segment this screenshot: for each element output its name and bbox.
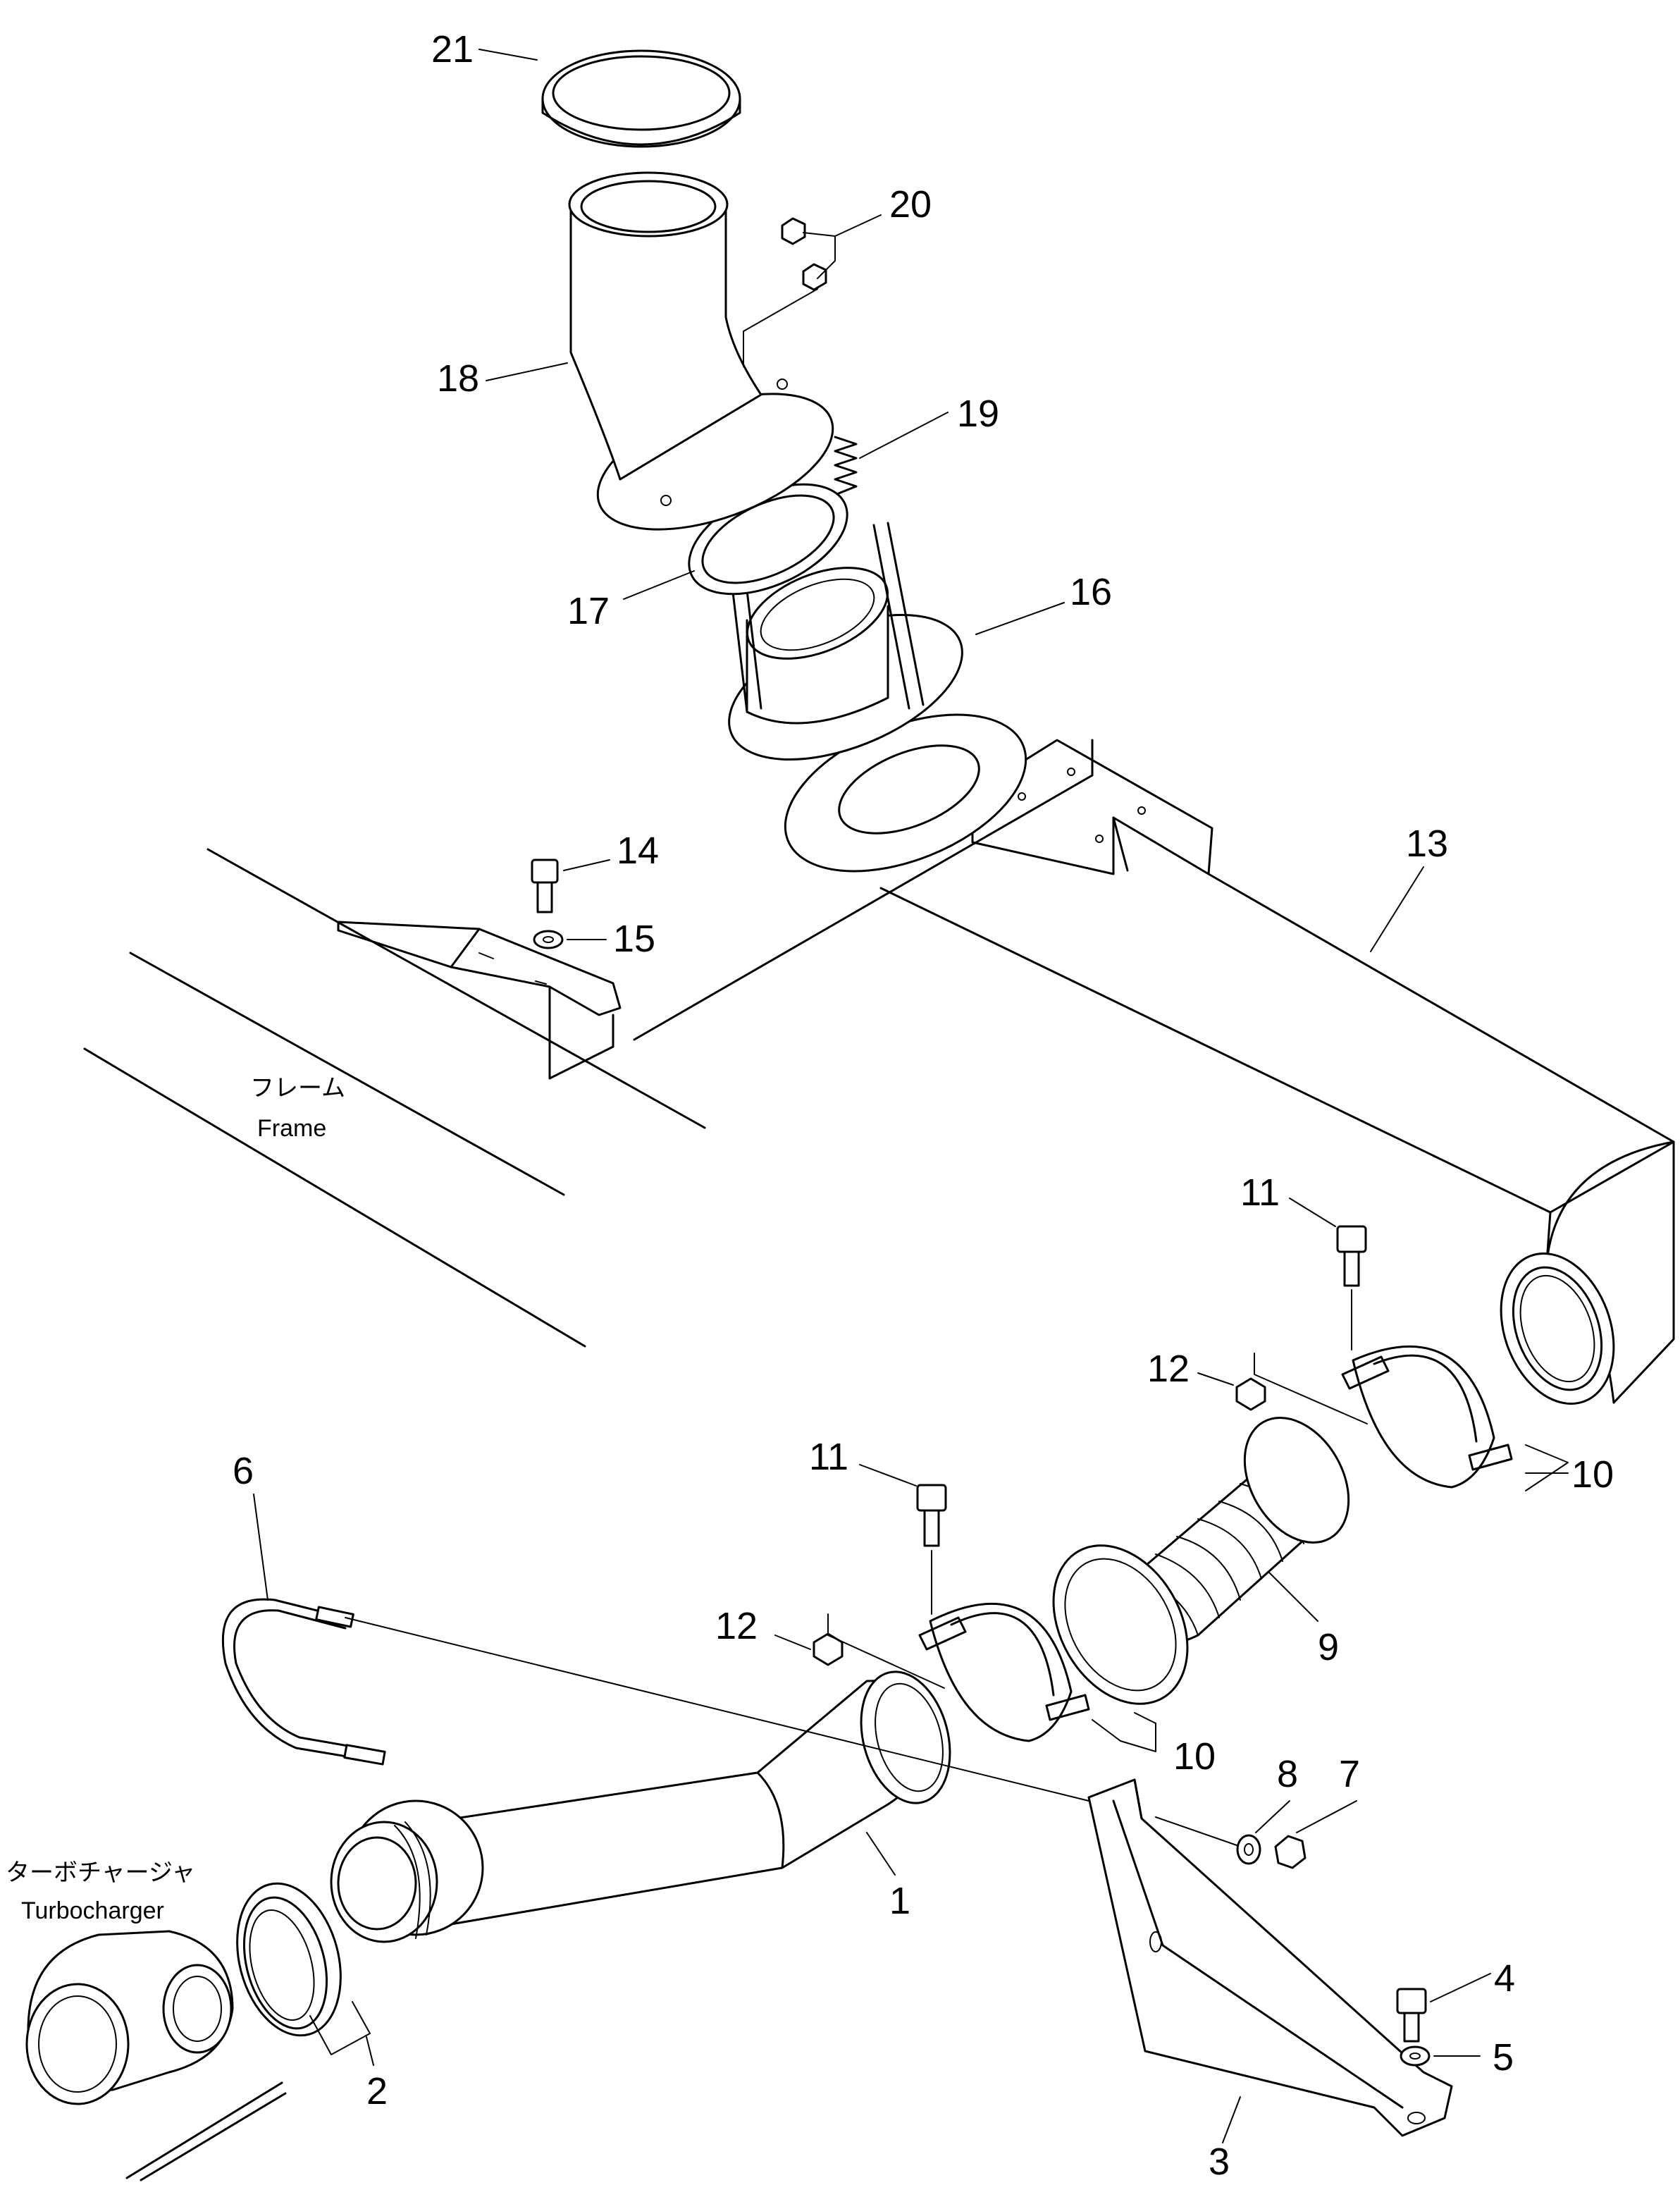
callout-15: 15 — [613, 918, 655, 960]
nut-12-lower — [813, 1632, 844, 1666]
callout-13: 13 — [1406, 823, 1448, 865]
callout-4: 4 — [1494, 1957, 1515, 2000]
frame-label-jp: フレーム — [250, 1075, 345, 1102]
frame-rails — [83, 848, 706, 1348]
callout-17: 17 — [567, 590, 610, 632]
leader-lines — [253, 49, 1569, 2143]
pipe-1 — [330, 1670, 951, 1943]
bolt-11-lower — [916, 1484, 947, 1547]
callout-18: 18 — [437, 357, 479, 400]
callout-5: 5 — [1493, 2036, 1514, 2079]
text-labels: フレーム Frame ターボチャージャ Turbocharger — [6, 1075, 345, 1924]
callout-1: 1 — [889, 1880, 910, 1922]
turbocharger-label-jp: ターボチャージャ — [6, 1859, 195, 1886]
u-bolt-6 — [221, 1598, 386, 1766]
callout-11-lower: 11 — [809, 1436, 848, 1478]
callout-12-upper: 12 — [1147, 1348, 1190, 1390]
gasket-lower — [784, 713, 1027, 873]
turbocharger — [25, 1930, 287, 2181]
callout-7: 7 — [1339, 1753, 1360, 1795]
nut-7 — [1274, 1835, 1307, 1869]
elbow-18 — [568, 171, 834, 531]
callout-16: 16 — [1070, 571, 1112, 613]
callout-6: 6 — [233, 1450, 254, 1492]
turbocharger-label-en: Turbocharger — [21, 1897, 164, 1924]
sleeve-2 — [236, 1882, 342, 2037]
hose-9 — [1052, 1417, 1350, 1705]
frame-label-en: Frame — [257, 1115, 326, 1142]
callout-12-lower: 12 — [715, 1605, 758, 1647]
callout-3: 3 — [1209, 2141, 1230, 2181]
callout-19: 19 — [957, 393, 999, 435]
callout-10-lower: 10 — [1173, 1735, 1216, 1778]
bolt-14 — [531, 858, 559, 913]
callout-11-upper: 11 — [1240, 1171, 1280, 1214]
bolt-4 — [1396, 1988, 1427, 2043]
spring-19 — [834, 436, 858, 495]
clamp-10-lower — [918, 1603, 1090, 1742]
callout-numbers: 21 20 18 19 17 16 14 15 13 11 12 10 6 11… — [233, 28, 1614, 2183]
nut-12-upper — [1235, 1377, 1266, 1411]
callout-21: 21 — [431, 28, 474, 70]
flange-adapter-16 — [728, 522, 963, 761]
nuts-20 — [781, 217, 827, 291]
clamp-10-upper — [1341, 1345, 1513, 1489]
bracket-3 — [1087, 1778, 1453, 2137]
callout-8: 8 — [1277, 1753, 1298, 1795]
bolt-11-upper — [1336, 1225, 1367, 1287]
washer-15 — [533, 930, 564, 949]
washer-8 — [1236, 1834, 1261, 1865]
intake-duct — [633, 739, 1675, 1405]
callout-9: 9 — [1318, 1626, 1339, 1668]
callout-20: 20 — [889, 183, 932, 226]
callout-2: 2 — [366, 2070, 388, 2112]
callout-10-upper: 10 — [1571, 1453, 1614, 1496]
washer-5 — [1400, 2045, 1431, 2067]
ring-21 — [541, 49, 741, 148]
callout-14: 14 — [617, 830, 659, 872]
